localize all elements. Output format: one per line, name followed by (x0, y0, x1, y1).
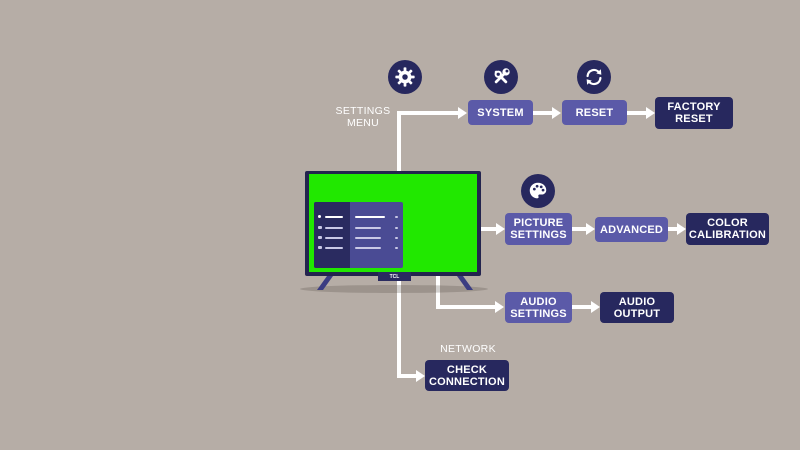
tv-menu-row (355, 247, 381, 249)
connector-audio-down (436, 276, 440, 308)
tv-menu-row (318, 236, 322, 239)
tv-menu-row (355, 216, 385, 218)
connector-audio-output (572, 305, 592, 309)
gear-icon (388, 60, 422, 94)
arrow-to-advanced (586, 223, 595, 235)
check-connection-node: CHECK CONNECTION (425, 360, 509, 391)
tv-menu-row (318, 246, 322, 249)
picture-settings-node: PICTURE SETTINGS (505, 213, 572, 245)
connector-trunk-lower (397, 276, 401, 378)
system-node: SYSTEM (468, 100, 533, 125)
tv-menu-row (325, 216, 343, 218)
factory-reset-node: FACTORY RESET (655, 97, 733, 129)
tools-icon (484, 60, 518, 94)
connector-picture-advanced (572, 227, 587, 231)
network-caption: NETWORK (440, 343, 496, 355)
settings-menu-caption: SETTINGS MENU (335, 105, 391, 129)
arrow-to-system (458, 107, 467, 119)
tv-onscreen-menu (314, 202, 403, 268)
audio-output-node: AUDIO OUTPUT (600, 292, 674, 323)
arrow-to-reset (552, 107, 561, 119)
tv-menu-row (395, 237, 398, 239)
arrow-to-factory-reset (646, 107, 655, 119)
connector-reset-factory (627, 111, 647, 115)
arrow-to-picture (496, 223, 505, 235)
connector-to-picture (481, 227, 497, 231)
tv-menu-row (325, 247, 343, 249)
connector-to-system (397, 111, 459, 115)
tv-stand (317, 276, 473, 290)
tv-menu-row (325, 237, 343, 239)
reset-node: RESET (562, 100, 627, 125)
tv-menu-row (325, 227, 343, 229)
arrow-to-audio-output (591, 301, 600, 313)
tv-menu-row (355, 227, 381, 229)
advanced-node: ADVANCED (595, 217, 668, 242)
tv-shadow (300, 285, 488, 293)
refresh-icon (577, 60, 611, 94)
tv-menu-row (318, 226, 322, 229)
color-calibration-node: COLOR CALIBRATION (686, 213, 769, 245)
tv-brand-logo: TCL (378, 272, 411, 281)
arrow-to-check-connection (416, 370, 425, 382)
tv-menu-row (395, 227, 398, 229)
tv-menu-row (395, 216, 398, 218)
palette-icon (521, 174, 555, 208)
arrow-to-color-calibration (677, 223, 686, 235)
connector-to-network (397, 374, 417, 378)
arrow-to-audio-settings (495, 301, 504, 313)
connector-trunk (397, 112, 401, 172)
audio-settings-node: AUDIO SETTINGS (505, 292, 572, 323)
connector-to-audio (436, 305, 496, 309)
tv-menu-sidebar (314, 202, 350, 268)
tv-menu-row (318, 215, 321, 218)
tv-menu-row (395, 247, 398, 249)
connector-system-reset (533, 111, 553, 115)
tv-menu-row (355, 237, 381, 239)
connector-advanced-color (668, 227, 678, 231)
